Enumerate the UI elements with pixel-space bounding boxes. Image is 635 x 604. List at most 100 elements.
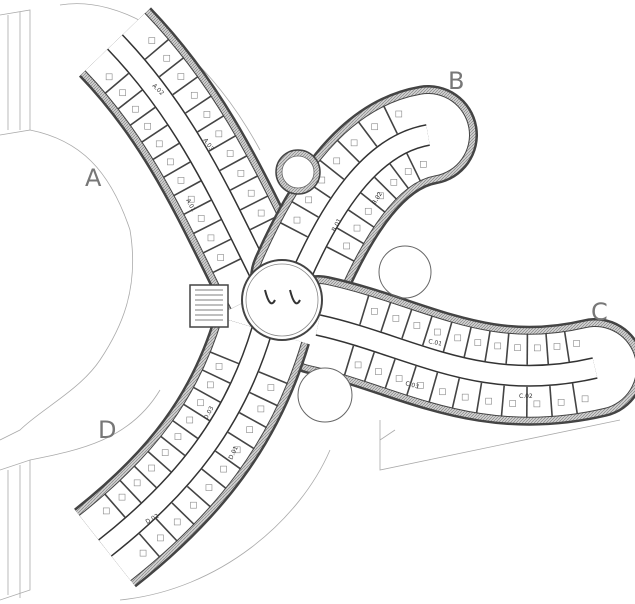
furniture [215,130,223,138]
furniture [220,465,227,473]
room-partition [463,326,472,358]
room-partition [348,209,375,229]
room-partition [197,114,225,133]
furniture [118,493,126,501]
room-partition [119,479,142,504]
furniture [197,215,205,222]
furniture [371,123,378,131]
furniture [233,446,241,454]
furniture [305,196,312,204]
room-partition [155,518,178,542]
furniture [514,344,521,352]
room-partition [563,331,571,362]
furniture [573,340,580,347]
furniture [353,224,361,232]
furniture [102,507,110,515]
room-partition [215,450,242,470]
room-partition [571,383,579,415]
furniture [157,534,164,542]
furniture [177,73,185,80]
room-partition [186,485,212,508]
furniture [395,110,403,118]
furniture [581,395,589,403]
furniture [364,207,372,215]
furniture [333,157,341,165]
furniture [237,170,245,177]
furniture [133,479,141,487]
room-code: C.02 [519,393,533,400]
furniture [246,426,253,434]
room-partition [212,258,241,274]
room-partition [201,369,231,384]
room-partition [192,218,222,235]
room-partition [104,72,130,95]
wing-a-label: A [85,164,102,192]
room-partition [173,180,202,197]
furniture [155,140,163,148]
furniture [461,393,469,401]
room-partition [158,56,185,78]
furniture [190,501,197,509]
room-partition [219,154,248,172]
furniture [417,382,424,389]
furniture [144,122,151,130]
room-partition [147,450,172,473]
room-partition [382,105,398,135]
room-partition [451,378,461,409]
room-partition [152,142,180,161]
room-partition [484,330,491,362]
furniture [371,308,378,315]
furniture [454,334,462,342]
room-partition [549,386,553,418]
furniture [173,518,181,526]
room-partition [249,391,279,407]
furniture [494,342,502,350]
furniture [557,398,565,406]
room-partition [117,89,143,110]
wing-b-label: B [448,67,464,95]
furniture [395,375,403,382]
room-partition [104,493,126,518]
furniture [205,484,213,491]
room-partition [442,321,453,352]
room-partition [192,386,221,403]
room-partition [227,431,255,450]
room-partition [363,352,375,383]
room-partition [357,121,378,147]
furniture [439,388,446,396]
room-partition [545,333,550,365]
furniture [267,384,275,391]
room-partition [258,371,288,385]
furniture [119,89,126,97]
room-partition [475,382,483,414]
furniture [474,339,482,346]
room-partition [505,332,510,364]
room-partition [230,175,259,191]
room-code: C.03 [404,380,419,390]
wing-b [250,85,478,328]
room-partition [239,412,268,429]
room-partition [336,227,365,245]
room-partition [208,134,237,152]
wing-c [268,275,635,426]
room-partition [428,372,439,403]
furniture [217,254,224,261]
room-partition [319,159,345,180]
room-partition [326,246,355,263]
room-partition [359,294,370,325]
room-partition [202,238,231,254]
furniture [553,343,561,350]
furniture [187,195,195,203]
furniture [163,54,171,62]
furniture [167,158,174,166]
furniture [105,73,113,81]
room-partition [129,106,156,127]
room-partition [182,403,210,422]
furniture [132,105,139,113]
furniture [207,381,214,389]
furniture [509,400,516,407]
room-partition [360,192,386,213]
room-partition [138,533,161,558]
furniture [197,399,204,407]
